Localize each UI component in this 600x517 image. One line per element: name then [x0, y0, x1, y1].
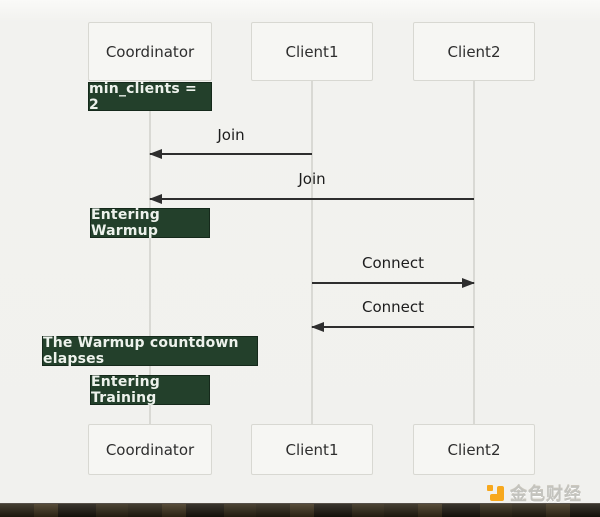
watermark-brand-text: 金色财经: [510, 485, 582, 505]
watermark: 金色财经: [487, 480, 582, 505]
lifeline-coordinator: [149, 81, 151, 425]
note-text: Entering Training: [91, 374, 161, 406]
note-text: min_clients = 2: [89, 80, 197, 113]
actor-label: Client2: [447, 42, 501, 61]
actor-box-client2-top: Client2: [413, 22, 535, 81]
note-warmup-elapses: The Warmup countdown elapses: [42, 335, 258, 367]
note-min-clients: min_clients = 2: [88, 80, 212, 113]
note-entering-warmup: Entering Warmup: [90, 207, 210, 239]
actor-label: Client1: [285, 42, 339, 61]
message-label-join-2: Join: [298, 170, 326, 188]
actor-label: Coordinator: [105, 440, 195, 459]
note-text: The Warmup countdown elapses: [43, 335, 239, 367]
message-label-connect-2: Connect: [361, 298, 425, 316]
actor-label: Client2: [447, 440, 501, 459]
actor-box-client1-top: Client1: [251, 22, 373, 81]
actor-box-coordinator-bottom: Coordinator: [88, 424, 212, 475]
note-text: Entering Warmup: [91, 207, 161, 239]
message-label-connect-1: Connect: [361, 254, 425, 272]
message-arrow-join-1: [149, 149, 312, 159]
bottom-photo-strip: [0, 503, 600, 517]
actor-box-client2-bottom: Client2: [413, 424, 535, 475]
message-arrow-connect-1: [312, 278, 475, 288]
message-arrow-connect-2: [311, 322, 474, 332]
actor-label: Coordinator: [105, 42, 195, 61]
lifeline-client1: [311, 81, 313, 425]
actor-box-client1-bottom: Client1: [251, 424, 373, 475]
actor-box-coordinator-top: Coordinator: [88, 22, 212, 81]
jinse-logo-icon: [487, 484, 505, 502]
message-label-join-1: Join: [217, 126, 245, 144]
lifeline-client2: [473, 81, 475, 425]
actor-label: Client1: [285, 440, 339, 459]
note-entering-training: Entering Training: [90, 374, 210, 406]
message-arrow-join-2: [149, 194, 474, 204]
